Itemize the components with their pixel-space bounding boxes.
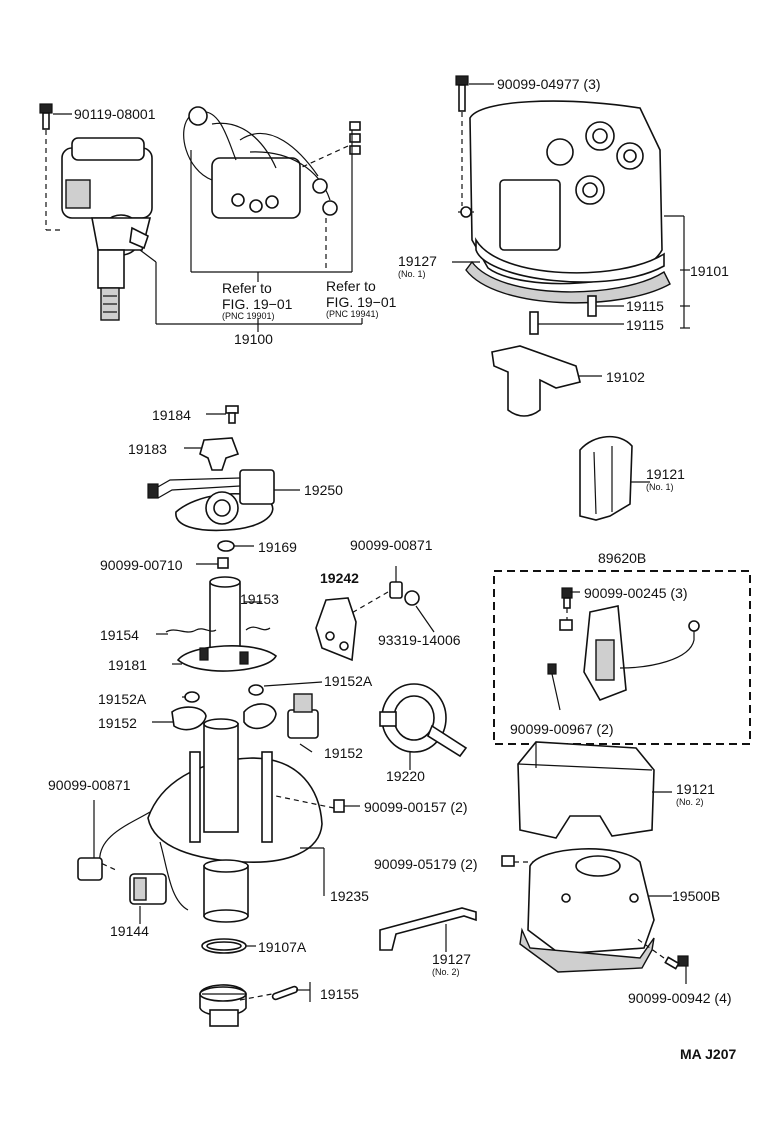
part-label-93319-14006: 93319-14006 — [378, 632, 461, 648]
part-label-19144: 19144 — [110, 923, 149, 939]
refer-note-left-pnc: (PNC 19901) — [222, 311, 275, 321]
part-label-19121-no1: 19121 — [646, 466, 685, 482]
wire-harness-drawing — [183, 106, 361, 270]
part-note-19127-no1: (No. 1) — [398, 269, 426, 279]
screw-90099-00942 — [635, 937, 689, 984]
refer-note-right-line2: FIG. 19−01 — [326, 294, 397, 310]
screw-19184 — [206, 405, 239, 424]
part-label-90099-05179: 90099-05179 (2) — [374, 856, 478, 872]
refer-note-left-line2: FIG. 19−01 — [222, 296, 293, 312]
part-label-19250: 19250 — [304, 482, 343, 498]
refer-note-left-line1: Refer to — [222, 280, 272, 296]
callout-19100-lines — [139, 130, 363, 332]
part-label-19152A-right: 19152A — [324, 673, 373, 689]
part-label-19127-no1: 19127 — [398, 253, 437, 269]
part-label-90119-08001: 90119-08001 — [74, 106, 156, 122]
refer-note-right-line1: Refer to — [326, 278, 376, 294]
part-label-19115-upper: 19115 — [626, 298, 664, 314]
part-label-19153: 19153 — [240, 591, 279, 607]
part-label-19169: 19169 — [258, 539, 297, 555]
part-note-19121-no2: (No. 2) — [676, 797, 704, 807]
part-label-90099-00157: 90099-00157 (2) — [364, 799, 468, 815]
advancer-parts-drawing — [152, 681, 323, 753]
refer-note-right-pnc: (PNC 19941) — [326, 309, 379, 319]
bolt-90119-08001 — [39, 103, 72, 231]
clamp-19183 — [184, 437, 240, 471]
part-note-19127-no2: (No. 2) — [432, 967, 460, 977]
part-label-19115-lower: 19115 — [626, 317, 664, 333]
igniter-89620B-parts — [547, 587, 700, 711]
gear-19155 — [199, 982, 311, 1027]
bracket-19242 — [315, 566, 435, 662]
rotor-19102 — [491, 345, 602, 417]
housing-19235 — [147, 718, 325, 923]
footer-code: MA J207 — [680, 1046, 737, 1062]
part-label-19107A: 19107A — [258, 939, 307, 955]
part-label-19154: 19154 — [100, 627, 139, 643]
part-label-89620B: 89620B — [598, 550, 647, 566]
part-label-90099-00942: 90099-00942 (4) — [628, 990, 732, 1006]
part-label-90099-00871-lower: 90099-00871 — [48, 777, 131, 793]
pickup-coil-19250 — [147, 469, 300, 532]
part-note-19121-no1: (No. 1) — [646, 482, 674, 492]
screw-90099-04977 — [455, 75, 494, 206]
housing-cover-19500B — [519, 848, 672, 973]
part-label-90099-00871-upper: 90099-00871 — [350, 537, 433, 553]
part-label-19183: 19183 — [128, 441, 167, 457]
part-label-19220: 19220 — [386, 768, 425, 784]
part-label-19181: 19181 — [108, 657, 147, 673]
igniter-89620B-box — [493, 570, 751, 745]
washer-19169 — [217, 540, 254, 552]
distributor-cap-drawing — [458, 100, 671, 304]
cover-19121-no2 — [517, 741, 672, 839]
screw-90099-00157 — [275, 795, 360, 813]
igniter-19144 — [77, 811, 189, 924]
screw-90099-00710 — [196, 557, 229, 569]
part-label-19152-right: 19152 — [324, 745, 363, 761]
vacuum-advancer-19220 — [379, 683, 468, 770]
part-label-19152-left: 19152 — [98, 715, 137, 731]
shaft-governor-drawing — [156, 576, 278, 672]
part-label-19100: 19100 — [234, 331, 273, 347]
part-label-90099-00245: 90099-00245 (3) — [584, 585, 688, 601]
cover-19121-no1 — [579, 435, 650, 521]
part-label-90099-04977: 90099-04977 (3) — [497, 76, 601, 92]
part-label-19102: 19102 — [606, 369, 645, 385]
bracket-19127-no2 — [379, 907, 477, 952]
part-label-19500B: 19500B — [672, 888, 721, 904]
part-label-19235: 19235 — [330, 888, 369, 904]
distributor-assembly-drawing — [61, 137, 153, 321]
part-label-19152A-left: 19152A — [98, 691, 147, 707]
part-label-19121-no2: 19121 — [676, 781, 715, 797]
part-label-90099-00967: 90099-00967 (2) — [510, 721, 614, 737]
o-ring-19107A — [201, 938, 256, 954]
part-label-90099-00710: 90099-00710 — [100, 557, 183, 573]
part-label-19155: 19155 — [320, 986, 359, 1002]
spring-19115 — [529, 295, 624, 335]
callout-19101-lines — [452, 215, 690, 329]
part-label-19127-no2: 19127 — [432, 951, 471, 967]
part-label-19184: 19184 — [152, 407, 191, 423]
part-label-19242: 19242 — [320, 570, 359, 586]
part-label-19101: 19101 — [690, 263, 729, 279]
